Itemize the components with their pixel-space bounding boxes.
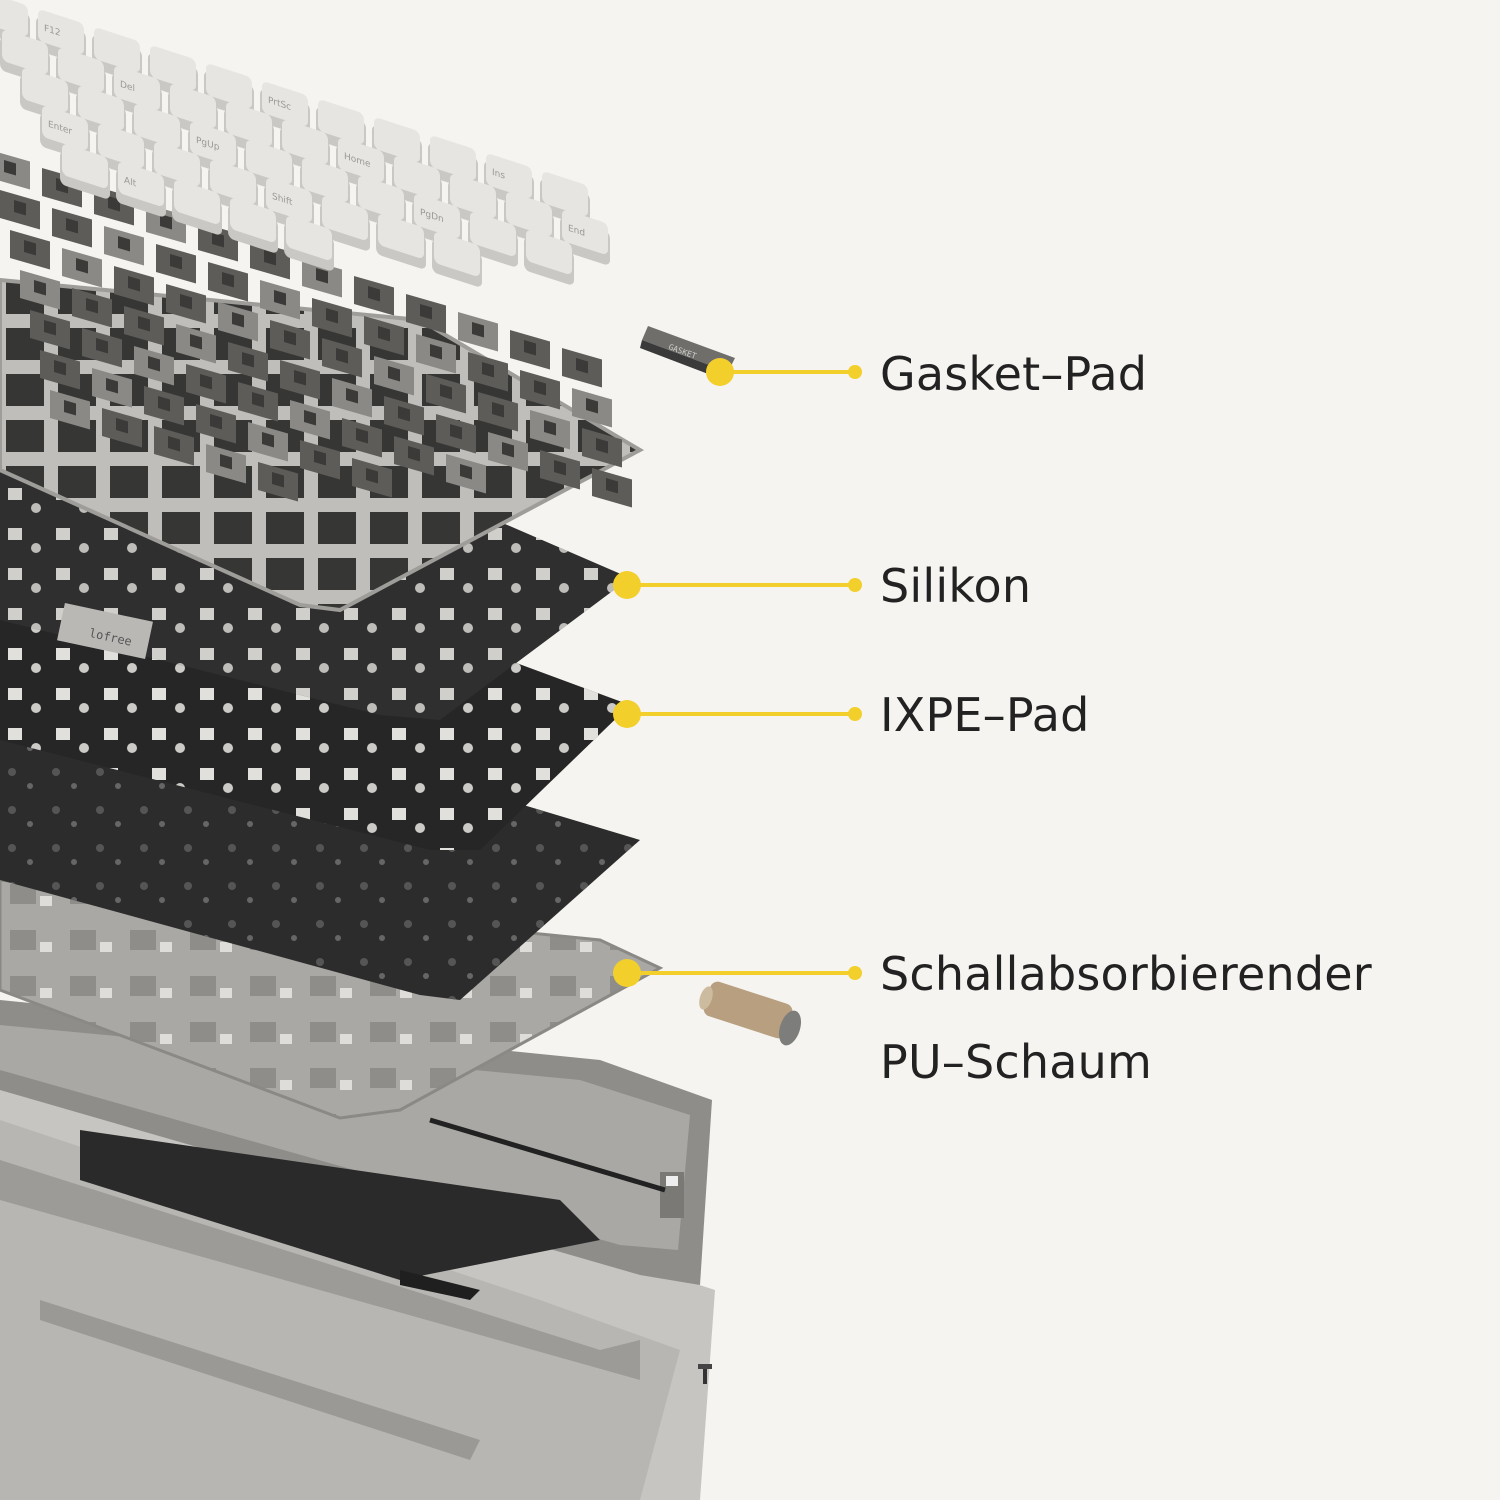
switch	[104, 226, 144, 266]
switch	[186, 363, 226, 404]
switch	[218, 301, 258, 342]
callout-line-3	[613, 959, 862, 987]
callout-line-2	[613, 700, 862, 728]
knob-icon	[699, 981, 802, 1046]
switch	[30, 309, 70, 350]
switch	[258, 462, 298, 502]
usb-module-icon	[429, 1117, 684, 1218]
switch	[520, 370, 560, 410]
keycap-legend: Alt	[124, 175, 137, 190]
keycap	[204, 64, 254, 119]
keycap: Alt	[116, 162, 166, 217]
switch	[82, 328, 122, 368]
keycaps-layer: F12PrtScInsDelHomeEndPgUpPgDnEnterShiftA…	[0, 0, 610, 287]
screw-icon	[698, 1364, 712, 1384]
callout-label-gasket-pad: Gasket–Pad	[880, 347, 1148, 401]
switch	[260, 279, 300, 320]
switch	[270, 319, 310, 360]
switch	[446, 453, 486, 494]
switch	[416, 334, 456, 374]
switch	[458, 312, 498, 352]
keycap	[320, 196, 370, 251]
switch	[124, 306, 164, 346]
switch	[312, 298, 352, 338]
switch	[72, 288, 112, 328]
switch	[582, 428, 622, 468]
callout-label-ixpe-pad: IXPE–Pad	[880, 688, 1090, 742]
switch	[300, 439, 340, 480]
switch	[572, 388, 612, 428]
switch	[342, 418, 382, 458]
switch	[196, 403, 236, 444]
switch	[248, 422, 288, 462]
switch	[144, 385, 184, 426]
switch	[250, 240, 290, 280]
keycap: End	[560, 210, 610, 265]
switch	[478, 392, 518, 432]
keycap: Home	[336, 138, 386, 193]
switch	[62, 247, 102, 288]
switch	[102, 408, 142, 448]
callouts	[613, 358, 862, 987]
switch	[92, 368, 132, 408]
switch	[0, 150, 30, 190]
switch	[394, 436, 434, 476]
keycap	[228, 198, 278, 253]
switch	[562, 348, 602, 388]
switch	[154, 425, 194, 466]
switch	[134, 346, 174, 386]
switch	[280, 360, 320, 400]
switch	[40, 350, 80, 390]
gasket-strip-icon: GASKET	[640, 326, 735, 380]
switch	[114, 266, 154, 306]
switch	[52, 208, 92, 248]
switch	[436, 413, 476, 454]
keycap	[376, 214, 426, 269]
switch	[332, 378, 372, 418]
switch	[352, 458, 392, 498]
switch	[166, 284, 206, 324]
switch	[510, 329, 550, 370]
switches-layer	[0, 150, 632, 508]
switch	[354, 276, 394, 316]
switch	[364, 316, 404, 356]
keycap-legend: Ins	[492, 167, 505, 182]
switch	[176, 324, 216, 364]
switch	[406, 294, 446, 334]
callout-label-silikon: Silikon	[880, 559, 1032, 613]
callout-label-pu-foam-line2: PU–Schaum	[880, 1035, 1153, 1089]
switch	[20, 269, 60, 310]
keycap	[172, 180, 222, 235]
keycap	[524, 230, 574, 285]
keycap	[468, 212, 518, 267]
switch	[0, 190, 40, 230]
switch	[208, 261, 248, 302]
switch	[384, 395, 424, 436]
callout-line-0	[706, 358, 862, 386]
callout-label-pu-foam-line1: Schallabsorbierender	[880, 947, 1372, 1001]
keycap	[432, 232, 482, 287]
keycap	[208, 160, 258, 215]
switch	[10, 230, 50, 270]
keycap	[60, 144, 110, 199]
switch	[228, 342, 268, 382]
switch	[238, 382, 278, 422]
keycap-legend: Del	[120, 79, 135, 95]
switch	[50, 390, 90, 430]
switch	[426, 374, 466, 414]
switch	[488, 432, 528, 472]
switch	[206, 443, 246, 484]
switch	[290, 400, 330, 440]
switch	[374, 355, 414, 396]
switch	[468, 352, 508, 392]
case-frame	[0, 1000, 712, 1300]
switch	[322, 338, 362, 378]
keycap	[284, 216, 334, 271]
switch	[530, 410, 570, 450]
switch	[156, 244, 196, 284]
switch	[592, 468, 632, 508]
callout-line-1	[613, 571, 862, 599]
switch	[540, 449, 580, 490]
